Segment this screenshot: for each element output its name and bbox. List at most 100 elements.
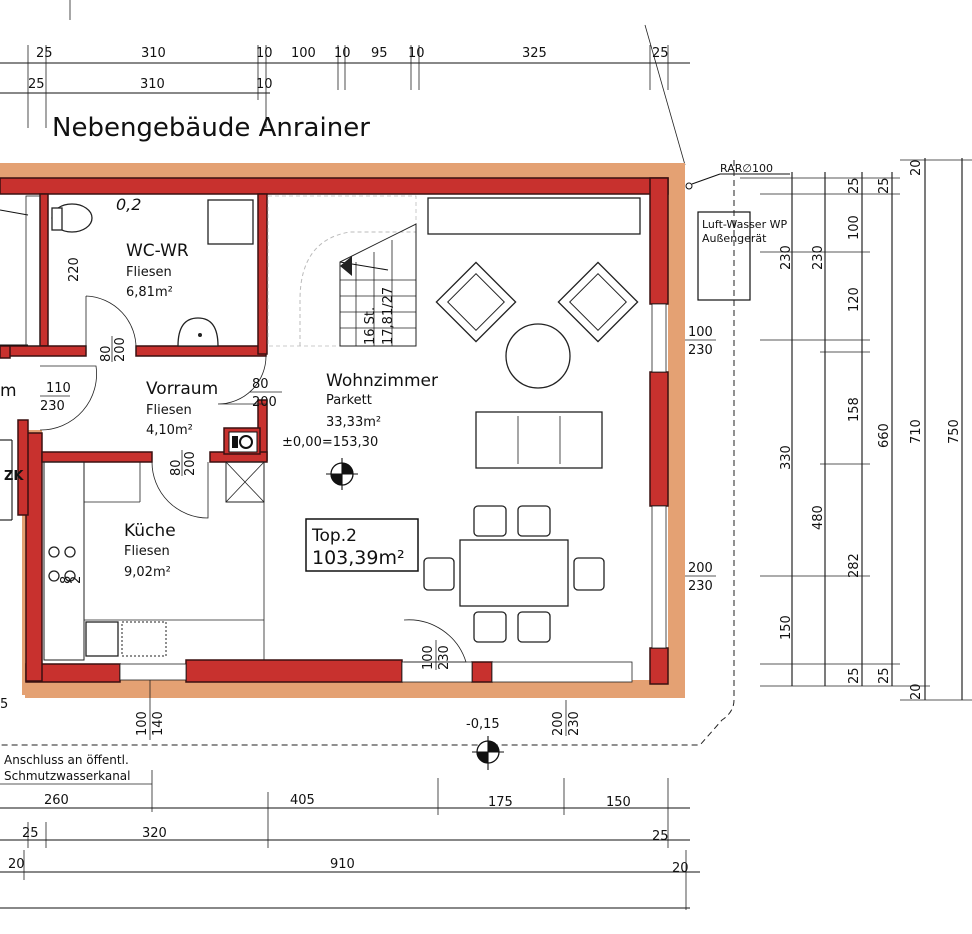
left-edge-dim: 5	[0, 697, 8, 712]
wall-marker-b: 2	[69, 576, 84, 584]
bottom-window-left-h: 140	[151, 711, 166, 736]
right-dim-a1: 230	[779, 245, 794, 270]
bottom-dimension-lines	[0, 778, 700, 910]
sofa	[475, 411, 603, 469]
wohnzimmer-name: Wohnzimmer	[326, 371, 438, 391]
washbasin-icon	[177, 317, 219, 347]
top-dim-7: 10	[408, 46, 425, 61]
bottom-door-w: 100	[421, 645, 436, 670]
right-dim-c1: 25	[847, 177, 862, 194]
wohnzimmer-floor: Parkett	[326, 393, 372, 408]
kueche-name: Küche	[124, 521, 176, 541]
bottom-window-left-w: 100	[135, 711, 150, 736]
bottom-dim-3: 175	[488, 795, 513, 810]
wc-floor: Fliesen	[126, 265, 172, 280]
wc-fixtures	[51, 199, 254, 347]
zk-partial: ZK	[4, 469, 24, 484]
right-dim-c3: 120	[847, 287, 862, 312]
vorraum-door-w: 80	[252, 377, 269, 392]
level-marker-exterior	[472, 736, 504, 770]
top-dim-1: 25	[36, 46, 53, 61]
top-dim-9: 25	[652, 46, 669, 61]
coffee-table	[505, 323, 571, 389]
boiler-icon	[239, 435, 253, 449]
heat-pump-unit	[697, 211, 751, 301]
vorraum-door-h: 200	[252, 395, 277, 410]
right-dim-a2: 330	[779, 445, 794, 470]
bottom-dim-row3-3: 20	[672, 861, 689, 876]
washer-icon	[207, 199, 254, 245]
vorraum-name: Vorraum	[146, 379, 218, 399]
sewer-note-2: Schmutzwasserkanal	[4, 769, 131, 783]
heat-pump-area	[0, 160, 790, 746]
dining-table	[459, 539, 569, 607]
right-dim-e3: 20	[909, 683, 924, 700]
unit-label-box	[305, 518, 419, 572]
bottom-dim-row2-2: 320	[142, 826, 167, 841]
bottom-dim-row2-1: 25	[22, 826, 39, 841]
right-dim-a3: 150	[779, 615, 794, 640]
right-dim-d1: 25	[877, 177, 892, 194]
left-door-w: 110	[46, 381, 71, 396]
wohnzimmer-level: ±0,00=153,30	[282, 435, 378, 450]
kueche-floor: Fliesen	[124, 544, 170, 559]
wohnzimmer-area: 33,33m²	[326, 415, 381, 430]
top-dim-row2-1: 25	[28, 77, 45, 92]
right-dim-b1: 230	[811, 245, 826, 270]
pipe-label: RAR∅100	[720, 162, 773, 175]
kitchen-fixtures	[43, 431, 265, 661]
sideboard	[427, 197, 641, 235]
bottom-dim-row2-3: 25	[652, 829, 669, 844]
top-dim-row2-3: 10	[256, 77, 273, 92]
wall-marker-a: 8	[59, 576, 74, 584]
left-partial-room	[0, 195, 41, 521]
top-dim-6: 95	[371, 46, 388, 61]
sewer-note-1: Anschluss an öffentl.	[4, 753, 129, 767]
right-dim-c6: 25	[847, 667, 862, 684]
wc-name: WC-WR	[126, 241, 189, 261]
right-dim-d2: 660	[877, 423, 892, 448]
kueche-area: 9,02m²	[124, 565, 171, 580]
right-dimension-lines	[740, 158, 972, 701]
left-door-h: 230	[40, 399, 65, 414]
vorraum-floor: Fliesen	[146, 403, 192, 418]
bottom-dim-row3-2: 910	[330, 857, 355, 872]
exterior-level: -0,15	[466, 717, 500, 732]
bottom-door-h: 230	[437, 645, 452, 670]
stair-ratio-label: 17,81/27	[381, 287, 396, 345]
unit-label: Top.2	[311, 526, 357, 546]
wc-note: 0,2	[116, 195, 141, 214]
neighbour-building-label: Nebengebäude Anrainer	[52, 113, 370, 143]
top-dim-row2-2: 310	[140, 77, 165, 92]
bottom-dim-2: 405	[290, 793, 315, 808]
right-dim-f1: 750	[947, 419, 962, 444]
sink-icon	[85, 621, 119, 657]
right-window-top-w: 100	[688, 325, 713, 340]
right-window-bottom-h: 230	[688, 579, 713, 594]
bottom-dim-row3-1: 20	[8, 857, 25, 872]
top-dim-3: 10	[256, 46, 273, 61]
bottom-window-right-w: 200	[551, 711, 566, 736]
bottom-dim-4: 150	[606, 795, 631, 810]
right-window-bottom-w: 200	[688, 561, 713, 576]
living-room-furniture	[423, 197, 641, 643]
right-dim-c4: 158	[847, 397, 862, 422]
kueche-door-w: 80	[169, 459, 184, 476]
top-dim-5: 10	[334, 46, 351, 61]
right-dim-e1: 20	[909, 159, 924, 176]
armchair-left	[435, 261, 517, 343]
stair-steps-label: 16 St.	[363, 307, 378, 345]
wc-area: 6,81m²	[126, 285, 173, 300]
wc-door-h: 200	[113, 337, 128, 362]
heat-pump-label-2: Außengerät	[702, 232, 767, 245]
bottom-dim-1: 260	[44, 793, 69, 808]
right-dim-e2: 710	[909, 419, 924, 444]
right-dim-c5: 282	[847, 553, 862, 578]
unit-area: 103,39m²	[312, 547, 405, 569]
wc-door-w: 80	[99, 345, 114, 362]
top-dim-4: 100	[291, 46, 316, 61]
stove-burner-icon	[48, 546, 60, 558]
top-dim-2: 310	[141, 46, 166, 61]
right-dim-d3: 25	[877, 667, 892, 684]
